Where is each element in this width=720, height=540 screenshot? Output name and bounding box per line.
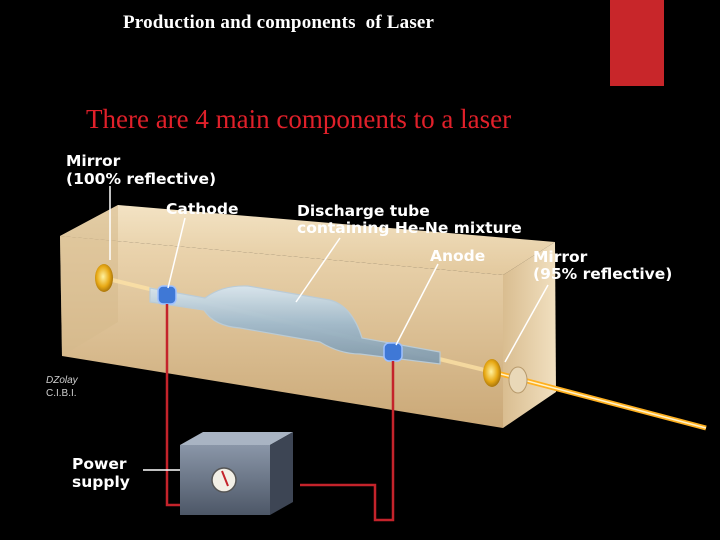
power-supply-label: Power <box>72 455 127 473</box>
mirror-left-spec: (100% reflective) <box>66 170 216 188</box>
cathode <box>158 286 176 304</box>
mirror-left <box>95 264 113 292</box>
anode-label: Anode <box>430 247 485 265</box>
discharge-tube-desc: containing He-Ne mixture <box>297 219 522 237</box>
mirror-right-label: Mirror <box>533 248 588 266</box>
power-supply-label-2: supply <box>72 473 130 491</box>
artist-signature: DZolay <box>46 375 79 386</box>
discharge-tube-label: Discharge tube <box>297 202 430 220</box>
anode <box>384 343 402 361</box>
artist-org: C.I.B.I. <box>46 388 77 399</box>
cathode-label: Cathode <box>166 200 239 218</box>
mirror-left-label: Mirror <box>66 152 121 170</box>
power-supply <box>180 432 293 515</box>
mirror-right-spec: (95% reflective) <box>533 265 672 283</box>
